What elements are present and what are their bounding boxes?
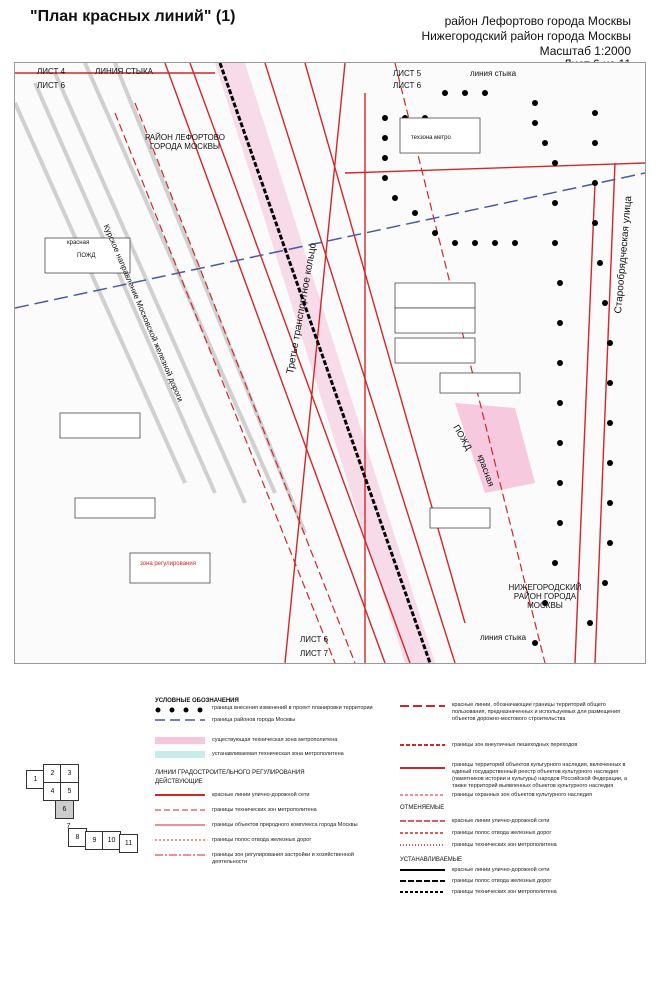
label-list6-top: ЛИСТ 6: [37, 81, 66, 90]
callout-metro: техзона метро: [411, 135, 451, 141]
sheet-6[interactable]: 6: [55, 800, 74, 819]
district-nizhegorod: Нижегородский район города Москвы: [421, 29, 631, 43]
legend-item-boundary: граница внесения изменений в проект план…: [212, 705, 373, 711]
legend-right-0: красные линии, обозначающие границы терр…: [452, 702, 621, 722]
sheet-3[interactable]: 3: [60, 764, 79, 783]
legend-right-1: границы зон внеуличных пешеходных перехо…: [452, 742, 578, 748]
legend-new-0: красные линии улично-дорожной сети: [452, 867, 550, 873]
callout-pozh: ПОЖД: [77, 253, 96, 259]
legend-current-3: границы полос отвода железных дорог: [212, 837, 312, 843]
label-nizhegorod: НИЖЕГОРОДСКИЙ РАЙОН ГОРОДА МОСКВЫ: [508, 583, 582, 610]
sheet-5[interactable]: 5: [60, 782, 79, 801]
label-list5: ЛИСТ 5: [393, 69, 422, 78]
legend-new-1: границы полос отвода железных дорог: [452, 878, 552, 884]
label-list7: ЛИСТ 7: [300, 649, 329, 658]
sheet-11[interactable]: 11: [119, 834, 138, 853]
legend-item-metro-existing: существующая техническая зона метрополит…: [212, 737, 338, 743]
district-boundary: [15, 172, 645, 309]
callout-boxes: [44, 117, 521, 584]
legend-title: УСЛОВНЫЕ ОБОЗНАЧЕНИЯ: [155, 698, 239, 704]
legend-section-new: УСТАНАВЛИВАЕМЫЕ: [400, 857, 463, 863]
legend-section-current: ДЕЙСТВУЮЩИЕ: [155, 779, 203, 785]
sheet-7[interactable]: 7: [66, 823, 71, 830]
label-seam-bottom: линия стыка: [480, 633, 527, 642]
map-scale: Масштаб 1:2000: [539, 44, 631, 58]
boundary-dots: [382, 90, 613, 646]
legend-item-districts: граница районов города Москвы: [212, 717, 296, 723]
callout-zone: зона регулирования: [140, 561, 196, 567]
legend-new-2: границы технических зон метрополитена: [452, 889, 557, 895]
rail-line: [218, 63, 432, 663]
legend-symbols: [155, 705, 445, 893]
label-list4: ЛИСТ 4: [37, 67, 66, 76]
district-lefortovo: район Лефортово города Москвы: [444, 14, 631, 28]
legend-current-0: красные линии улично-дорожной сети: [212, 792, 310, 798]
legend-current-1: границы технических зон метрополитена: [212, 807, 317, 813]
legend-current-2: границы объектов природного комплекса го…: [212, 822, 358, 828]
legend-current-4: границы зон регулирования застройки и хо…: [212, 852, 354, 865]
legend-right-2: границы территорий объектов культурного …: [452, 762, 628, 789]
label-seam-top-left: ЛИНИЯ СТЫКА: [95, 67, 154, 76]
legend-cancelled-1: границы полос отвода железных дорог: [452, 830, 552, 836]
legend-section-cancelled: ОТМЕНЯЕМЫЕ: [400, 805, 445, 811]
map-drawing: [15, 63, 645, 663]
label-list6-top-right: ЛИСТ 6: [393, 81, 422, 90]
pozh-zone: [455, 403, 535, 493]
page-title: "План красных линий" (1): [30, 8, 236, 25]
legend: УСЛОВНЫЕ ОБОЗНАЧЕНИЯ граница внесения из…: [0, 680, 657, 980]
label-seam-top-right: линия стыка: [470, 69, 517, 78]
legend-right-3: границы охранных зон объектов культурног…: [452, 792, 592, 798]
red-lines: [15, 63, 645, 663]
legend-section-lines: ЛИНИИ ГРАДОСТРОИТЕЛЬНОГО РЕГУЛИРОВАНИЯ: [155, 770, 305, 776]
map-area[interactable]: ЛИСТ 4 ЛИСТ 6 ЛИНИЯ СТЫКА ЛИСТ 5 ЛИСТ 6 …: [14, 62, 646, 664]
callout-krasnaya: красная: [67, 240, 90, 246]
legend-cancelled-2: границы технических зон метрополитена: [452, 842, 557, 848]
label-list6-bottom: ЛИСТ 6: [300, 635, 329, 644]
legend-cancelled-0: красные линии улично-дорожной сети: [452, 818, 550, 824]
label-lefortovo: РАЙОН ЛЕФОРТОВО ГОРОДА МОСКВЫ: [144, 133, 226, 151]
legend-item-metro-new: устанавливаемая техническая зона метропо…: [212, 751, 344, 757]
dashed-red-lines: [114, 63, 546, 663]
terrain-hatching: [15, 63, 307, 534]
